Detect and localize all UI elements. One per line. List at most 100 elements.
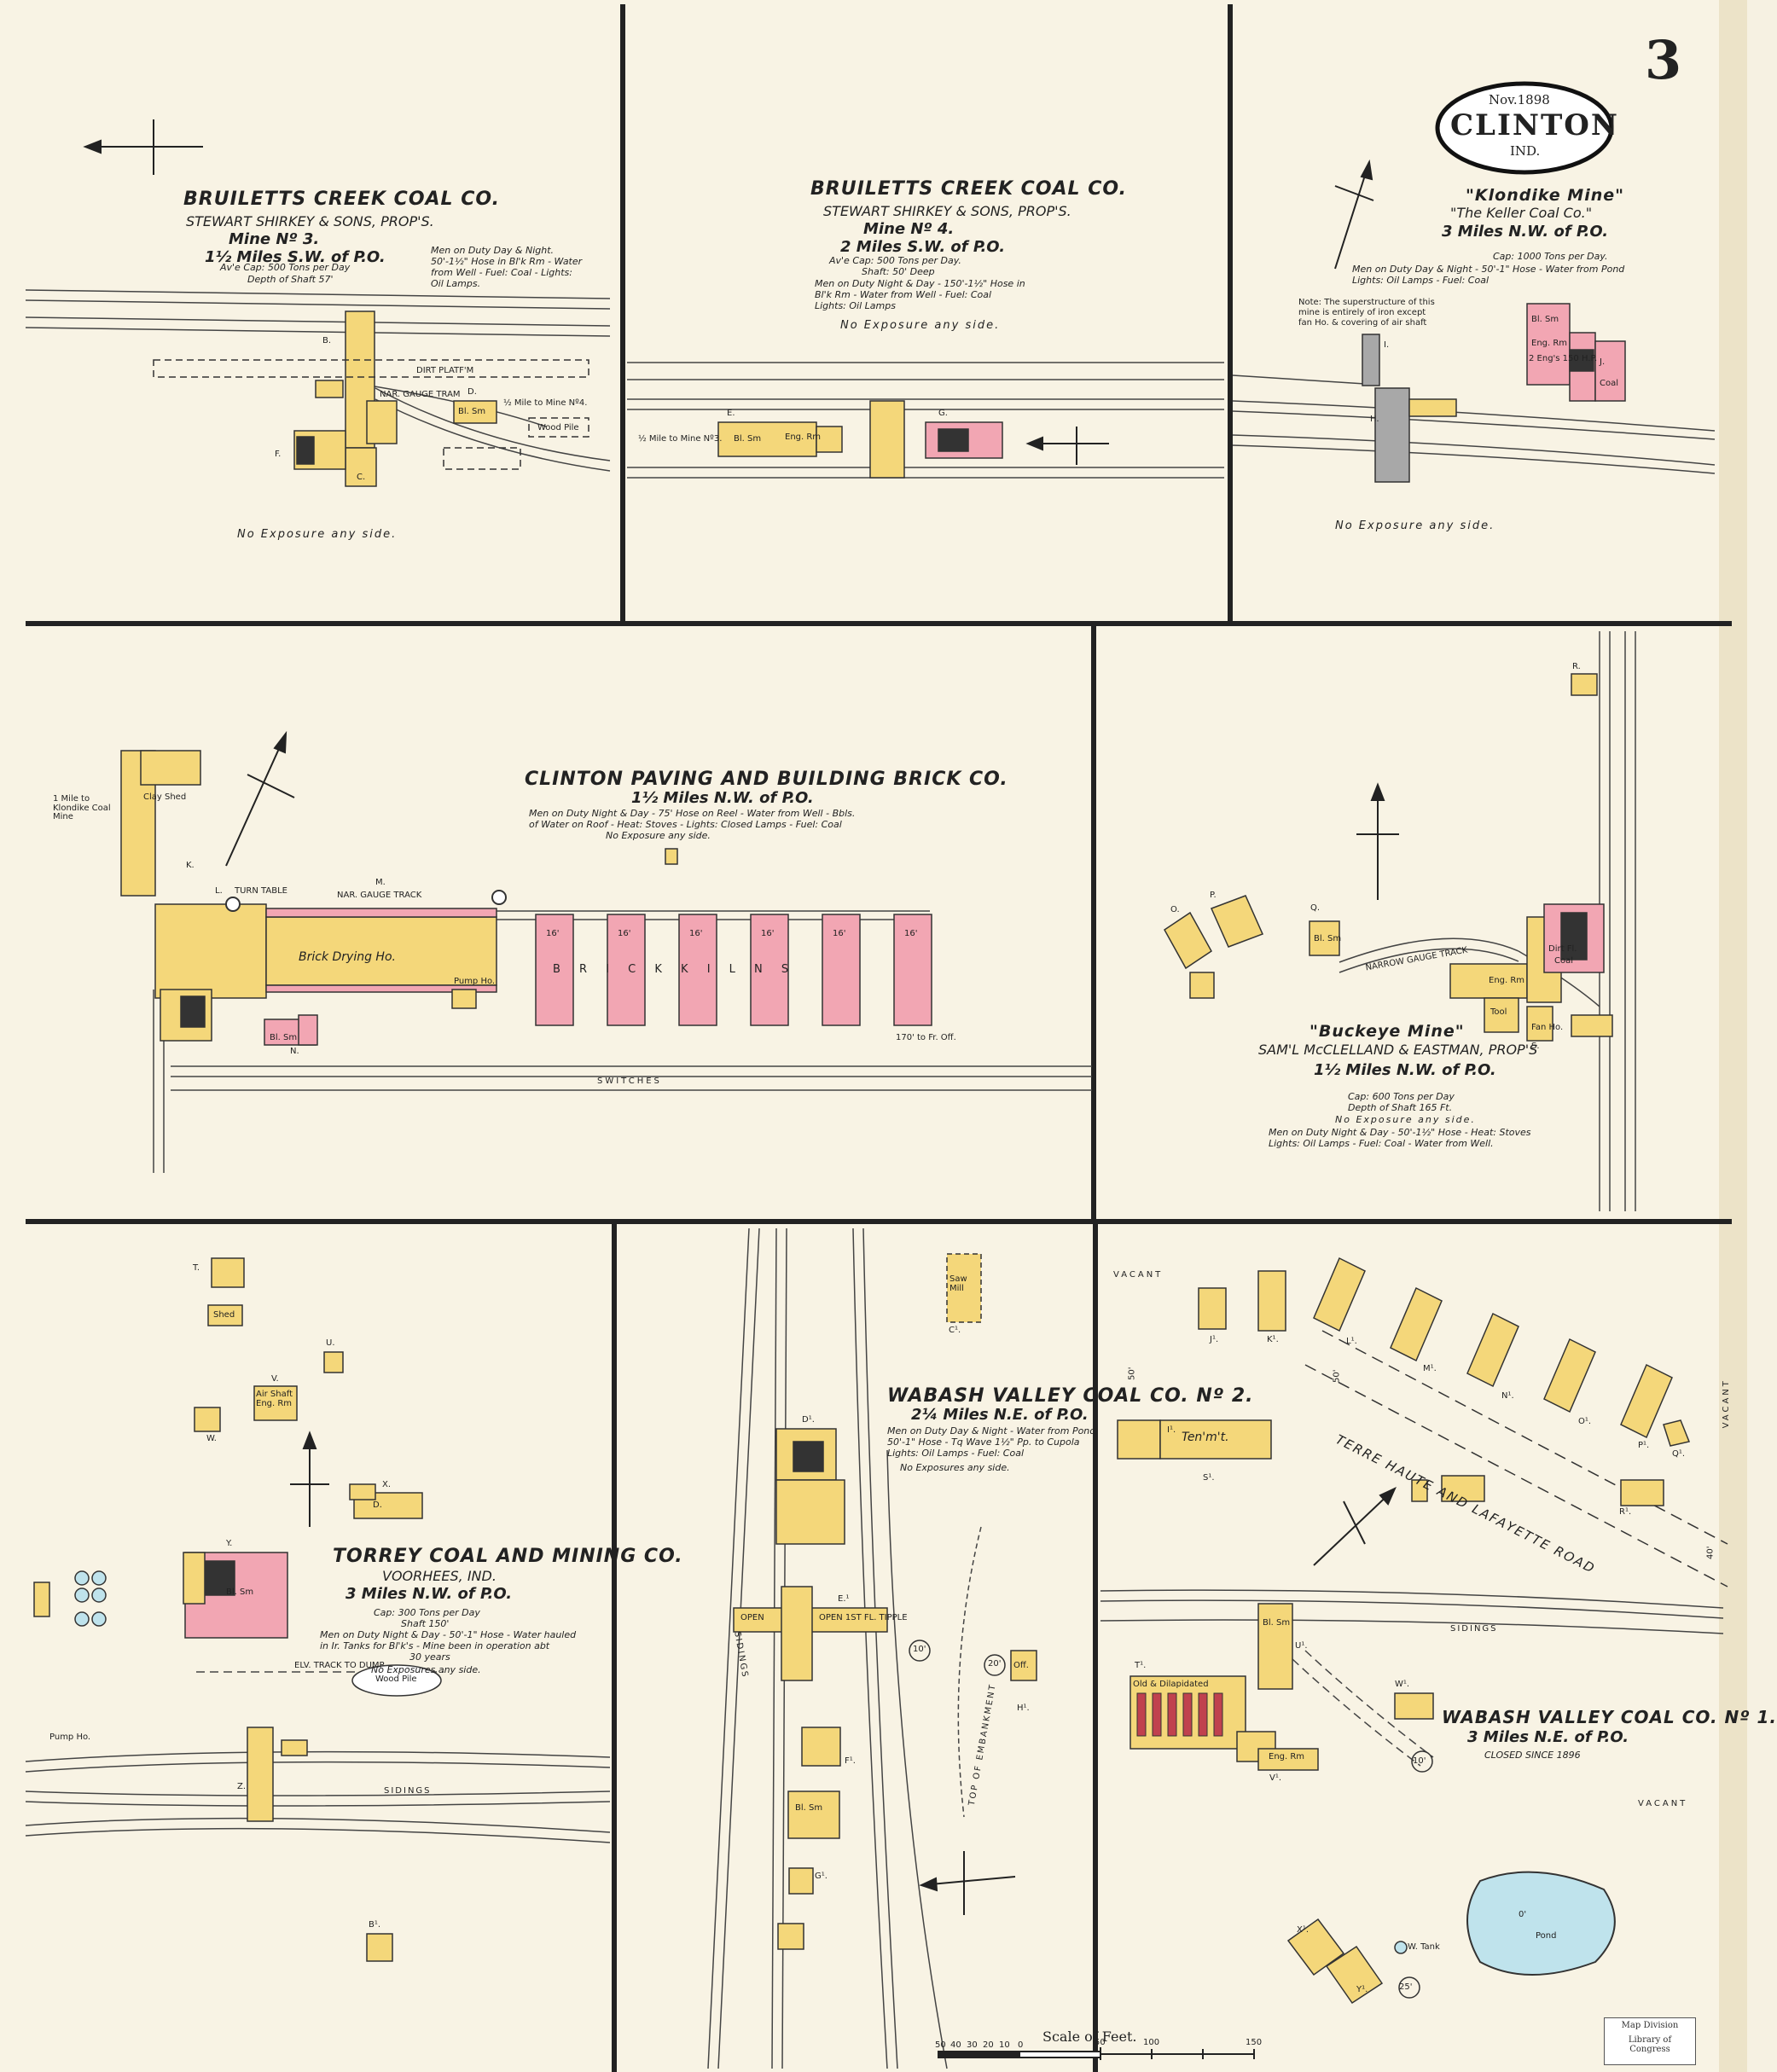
klondike-arrow bbox=[1334, 159, 1374, 270]
wabash1-tracks bbox=[1100, 1589, 1724, 1767]
mine3-arrow bbox=[83, 119, 203, 175]
kiln-4-height: 16' bbox=[761, 929, 775, 938]
klondike-label-h: H. bbox=[1370, 415, 1379, 424]
buckeye-exposure: No Exposure any side. bbox=[1335, 1114, 1476, 1125]
brick-gauge: NAR. GAUGE TRACK bbox=[337, 891, 422, 900]
wabash1-forty: 40' bbox=[1705, 1546, 1716, 1559]
brick-buildings bbox=[120, 750, 678, 1046]
klondike-protection-2: Lights: Oil Lamps - Fuel: Coal bbox=[1352, 275, 1489, 286]
mine4-label-g: G. bbox=[938, 409, 948, 418]
brick-clay-shed: Clay Shed bbox=[143, 792, 187, 802]
mine4-arrow bbox=[1025, 427, 1109, 465]
torrey-label-b1: B¹. bbox=[369, 1920, 381, 1930]
brick-label-n: N. bbox=[290, 1047, 299, 1056]
mine3-label-f: F. bbox=[275, 450, 282, 459]
mine3-dashed bbox=[153, 359, 589, 470]
scale-label: Scale of Feet. bbox=[1042, 2028, 1137, 2045]
wabash1-closed: CLOSED SINCE 1896 bbox=[1484, 1750, 1581, 1761]
brick-protection-2: of Water on Roof - Heat: Stoves - Lights… bbox=[529, 819, 842, 830]
torrey-pump: Pump Ho. bbox=[49, 1732, 91, 1742]
wabash2-saw-mill: Saw Mill bbox=[949, 1274, 967, 1293]
torrey-tanks bbox=[74, 1570, 107, 1627]
mine3-buildings bbox=[293, 311, 497, 487]
mine3-label-c: C. bbox=[357, 473, 366, 482]
scale-tick-10: 10 bbox=[999, 2040, 1010, 2050]
wabash2-label-h1: H¹. bbox=[1017, 1703, 1030, 1713]
wabash2-label-c1: C¹. bbox=[949, 1326, 961, 1335]
wabash1-road bbox=[1304, 1330, 1728, 1587]
brick-pump: Pump Ho. bbox=[454, 977, 496, 986]
buckeye-arrow bbox=[1356, 782, 1399, 900]
brick-turn-tables bbox=[225, 890, 507, 912]
mine3-exposure: No Exposure any side. bbox=[237, 528, 398, 541]
buckeye-label-p: P. bbox=[1210, 891, 1217, 900]
kiln-1-height: 16' bbox=[546, 929, 560, 938]
buckeye-op bbox=[1164, 895, 1264, 999]
wabash2-protection-1: Men on Duty Day & Night - Water from Pon… bbox=[887, 1425, 1096, 1436]
klondike-exposure: No Exposure any side. bbox=[1335, 519, 1495, 532]
wabash1-label-q1: Q¹. bbox=[1672, 1449, 1686, 1459]
wabash1-distance: 3 Miles N.E. of P.O. bbox=[1467, 1728, 1629, 1746]
brick-label-m: M. bbox=[375, 878, 386, 887]
klondike-distance: 3 Miles N.W. of P.O. bbox=[1442, 223, 1609, 241]
mine3-label-b: B. bbox=[322, 336, 332, 345]
wabash1-label-l1: L¹. bbox=[1346, 1337, 1357, 1346]
buckeye-coal: Coal bbox=[1554, 956, 1574, 966]
mine4-capacity: Av'e Cap: 500 Tons per Day. bbox=[829, 255, 961, 266]
torrey-location: VOORHEES, IND. bbox=[382, 1568, 497, 1584]
klondike-coal: Coal bbox=[1600, 379, 1619, 388]
scale-tick-0: 0 bbox=[1018, 2040, 1024, 2050]
wabash2-ten: 10' bbox=[913, 1645, 926, 1654]
pond-shape bbox=[1466, 1871, 1616, 1976]
wabash1-label-t1: T¹. bbox=[1135, 1661, 1147, 1670]
klondike-company: "The Keller Coal Co." bbox=[1450, 205, 1593, 221]
buckeye-label-q: Q. bbox=[1310, 903, 1321, 913]
mine4-number: Mine Nº 4. bbox=[863, 220, 955, 238]
brick-turn-table: TURN TABLE bbox=[235, 886, 287, 896]
wabash2-company: WABASH VALLEY COAL CO. Nº 2. bbox=[887, 1385, 1254, 1407]
wabash1-bl-sm: Bl. Sm bbox=[1263, 1618, 1291, 1628]
klondike-label-j: J. bbox=[1600, 357, 1606, 367]
buckeye-label-s: S. bbox=[1531, 1042, 1540, 1051]
klondike-capacity: Cap: 1000 Tons per Day. bbox=[1493, 251, 1608, 262]
brick-distance: 1½ Miles N.W. of P.O. bbox=[631, 789, 814, 807]
state-name: IND. bbox=[1510, 143, 1541, 159]
wabash2-exposure: No Exposures any side. bbox=[900, 1462, 1010, 1473]
mine4-to-mine3: ½ Mile to Mine Nº3. bbox=[638, 434, 723, 444]
page-number: 3 bbox=[1645, 29, 1682, 91]
mine4-depth: Shaft: 50' Deep bbox=[862, 266, 935, 277]
scale-tick-100: 100 bbox=[1143, 2038, 1160, 2047]
torrey-company: TORREY COAL AND MINING CO. bbox=[333, 1546, 683, 1567]
wabash1-fifty-b: 50' bbox=[1332, 1369, 1342, 1383]
torrey-air-shaft: Air Shaft Eng. Rm bbox=[256, 1390, 293, 1408]
wabash2-protection-2: 50'-1" Hose - Tq Wave 1½" Pp. to Cupola bbox=[887, 1436, 1080, 1448]
brick-kilns bbox=[535, 914, 932, 1026]
torrey-label-z: Z. bbox=[237, 1782, 247, 1791]
torrey-label-y: Y. bbox=[226, 1539, 233, 1548]
wabash2-twenty: 20' bbox=[988, 1659, 1002, 1669]
brick-switches: SWITCHES bbox=[597, 1077, 662, 1086]
wabash2-open: OPEN bbox=[740, 1613, 764, 1622]
brick-arrow bbox=[225, 730, 295, 867]
buckeye-protection-1: Men on Duty Night & Day - 50'-1½" Hose -… bbox=[1269, 1127, 1531, 1138]
wabash1-eng-rm: Eng. Rm bbox=[1269, 1752, 1305, 1761]
klondike-boilers: 2 Eng's 150 H.P. bbox=[1529, 354, 1598, 363]
scale-tick-20: 20 bbox=[983, 2040, 994, 2050]
mine4-distance: 2 Miles S.W. of P.O. bbox=[840, 238, 1006, 256]
mine4-protection-3: Lights: Oil Lamps bbox=[815, 300, 896, 311]
mine3-wood-pile: Wood Pile bbox=[537, 423, 579, 432]
torrey-arrow bbox=[290, 1431, 329, 1527]
mine4-protection-1: Men on Duty Night & Day - 150'-1½" Hose … bbox=[815, 278, 1025, 289]
klondike-note-1: Note: The superstructure of this bbox=[1298, 298, 1435, 307]
wabash1-company: WABASH VALLEY COAL CO. Nº 1. bbox=[1442, 1707, 1777, 1727]
klondike-tracks bbox=[1232, 374, 1716, 474]
mine3-protection-2: 50'-1½" Hose in Bl'k Rm - Water bbox=[431, 256, 583, 267]
buckeye-label-o: O. bbox=[1170, 905, 1180, 914]
mine3-distance: 1½ Miles S.W. of P.O. bbox=[205, 248, 386, 266]
clinton-oval bbox=[1435, 81, 1614, 175]
wabash1-label-s1: S¹. bbox=[1203, 1473, 1215, 1483]
buckeye-capacity: Cap: 600 Tons per Day bbox=[1348, 1091, 1455, 1102]
panel-borders bbox=[26, 4, 1732, 2072]
torrey-wood-pile-shape bbox=[351, 1664, 442, 1697]
